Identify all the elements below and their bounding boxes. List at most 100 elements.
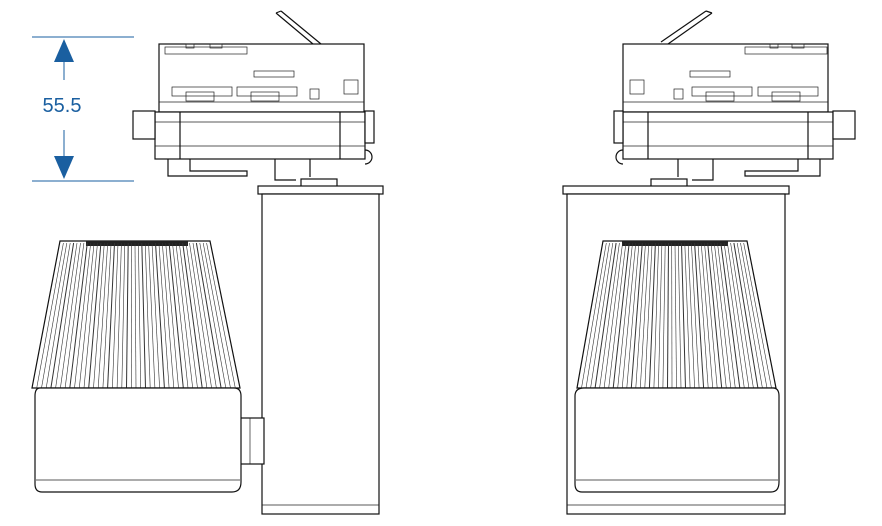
heatsink-fin [45, 242, 71, 389]
dimension-arrow-up-icon [54, 39, 74, 62]
heatsink-fin [107, 242, 115, 389]
heatsink-fin [74, 242, 91, 389]
heatsink-fin [126, 242, 129, 389]
heatsink-fin [36, 242, 64, 389]
heatsink-fins [36, 242, 236, 389]
heatsink-fin [79, 242, 95, 389]
heatsink-fin [185, 242, 208, 389]
heatsink-fin [681, 242, 686, 389]
heatsink-fin [720, 242, 741, 389]
heatsink-fin [594, 242, 617, 389]
heatsink-fin [141, 242, 146, 389]
dimension-annotation: 55.5 [32, 36, 134, 182]
lamp-head [574, 240, 780, 493]
adapter-lever [275, 12, 314, 45]
heatsink-fin [88, 242, 102, 389]
heatsink-fin [162, 242, 175, 389]
heatsink-fin [717, 242, 736, 389]
heatsink-fin [158, 242, 170, 389]
heatsink-fin [608, 242, 627, 389]
heatsink-fin [697, 242, 709, 389]
heatsink-fin [581, 242, 607, 389]
track-adapter [613, 10, 856, 188]
heatsink-fin [707, 242, 723, 389]
lamp-head [31, 240, 242, 493]
heatsink-fin [151, 242, 160, 389]
heatsink-fin [658, 242, 663, 389]
connecting-arm [239, 185, 384, 515]
heatsink-fin [175, 242, 193, 389]
heatsink-fin [626, 242, 640, 389]
dimension-arrow-down-icon [54, 156, 74, 179]
heatsink-fin [727, 242, 750, 389]
dimension-value: 55.5 [43, 95, 82, 117]
heatsink-fin [691, 242, 700, 389]
front-view [31, 10, 384, 515]
heatsink-fin [704, 242, 718, 389]
heatsink-fin [189, 242, 212, 389]
track-adapter [132, 10, 375, 188]
heatsink-fin [192, 242, 217, 389]
heatsink-fin [635, 242, 646, 389]
heatsink-fin [667, 242, 669, 389]
heatsink-fin [116, 242, 122, 389]
heatsink-top-band [86, 241, 188, 246]
heatsink-fin [653, 242, 659, 389]
heatsink-fin [678, 242, 682, 389]
heatsink-fin [55, 242, 78, 389]
heatsink-fin [60, 242, 81, 389]
heatsink-fin [640, 242, 650, 389]
heatsink-fin [121, 242, 126, 389]
heatsink-fin [50, 242, 75, 389]
heatsink-fin [93, 242, 105, 389]
heatsink-fin [694, 242, 705, 389]
heatsink-fin [599, 242, 620, 389]
side-view [562, 10, 856, 515]
heatsink-fin [41, 242, 68, 389]
heatsink-fin [83, 242, 98, 389]
heatsink-fin [644, 242, 653, 389]
heatsink-fin [182, 242, 203, 389]
heatsink-fin [134, 242, 137, 389]
arm-pivot [239, 417, 265, 465]
heatsink-fin [714, 242, 732, 389]
heatsink-fin [199, 242, 227, 389]
heatsink-fin [148, 242, 156, 389]
heatsink-fin [195, 242, 222, 389]
heatsink-fin [168, 242, 184, 389]
heatsink-fin [700, 242, 713, 389]
heatsink-fin [155, 242, 165, 389]
heatsink-fin [648, 242, 656, 389]
heatsink-fin [736, 242, 763, 389]
heatsink-fin [621, 242, 636, 389]
heatsink-fin [179, 242, 198, 389]
heatsink-fin [674, 242, 677, 389]
heatsink-fin [172, 242, 189, 389]
heatsink-fin [202, 242, 231, 389]
lamp-housing [34, 387, 242, 493]
heatsink-fin [740, 242, 768, 389]
heatsink-fin [687, 242, 695, 389]
heatsink-fin [723, 242, 745, 389]
heatsink-fin [684, 242, 691, 389]
heatsink-fin [730, 242, 754, 389]
lamp-housing [574, 387, 780, 493]
heatsink-fin [612, 242, 630, 389]
heatsink-fin [603, 242, 623, 389]
heatsink-fin [206, 242, 236, 389]
adapter-lever [667, 12, 713, 45]
heatsink-fin [144, 242, 151, 389]
heatsink-fin [138, 242, 141, 389]
heatsink-fins [581, 242, 772, 389]
heatsink-fin [112, 242, 119, 389]
heatsink-fin [710, 242, 727, 389]
heatsink-fin [630, 242, 643, 389]
heatsink-fin [102, 242, 112, 389]
heatsink-fin [662, 242, 666, 389]
heatsink-fin [617, 242, 633, 389]
heatsink-fin [64, 242, 85, 389]
heatsink-fin [165, 242, 179, 389]
heatsink-fin [69, 242, 88, 389]
heatsink-fin [585, 242, 610, 389]
